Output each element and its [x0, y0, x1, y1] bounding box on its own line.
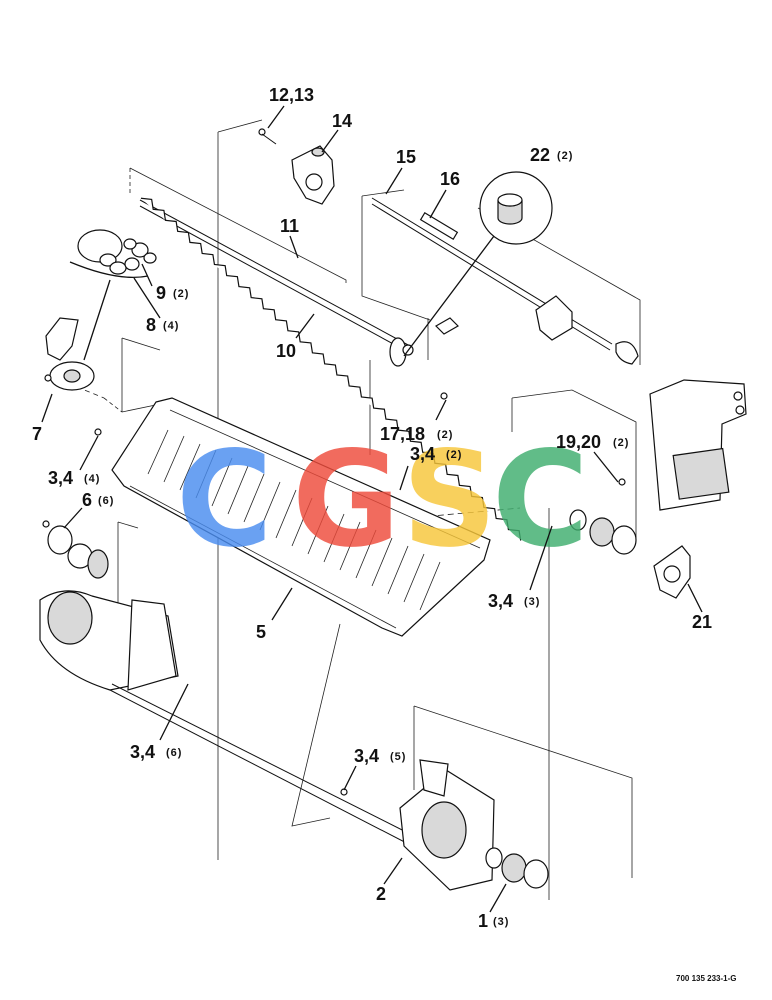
callout-1-qty: (3) — [493, 916, 509, 928]
callout-9: 9 — [156, 283, 166, 303]
callout-6-qty: (6) — [98, 495, 114, 507]
figure-id: 700 135 233-1-G — [676, 974, 737, 983]
callout-3-4-c-qty: (3) — [524, 596, 540, 608]
callout-12-13: 12,13 — [269, 85, 314, 105]
callout-5: 5 — [256, 622, 266, 642]
pan-5 — [94, 392, 491, 637]
callout-1: 1 — [478, 911, 488, 931]
callout-3-4-e: 3,4 — [354, 746, 379, 766]
callout-17-18: 17,18 — [380, 424, 425, 444]
callout-19-20-qty: (2) — [613, 437, 629, 449]
callout-14: 14 — [332, 111, 352, 131]
callout-3-4-a: 3,4 — [48, 468, 73, 488]
bracket-14 — [258, 128, 335, 205]
watermark-letter-g: G — [292, 423, 400, 577]
watermark-letter-c: C — [176, 423, 273, 577]
callout-3-4-c: 3,4 — [488, 591, 513, 611]
callout-10: 10 — [276, 341, 296, 361]
callout-3-4-a-qty: (4) — [84, 473, 100, 485]
callout-2: 2 — [376, 884, 386, 904]
bearing-stack-6 — [42, 520, 109, 579]
callout-17-18-qty: (2) — [437, 429, 453, 441]
callout-8-qty: (4) — [163, 320, 179, 332]
callout-21: 21 — [692, 612, 712, 632]
callout-3-4-b: 3,4 — [410, 444, 435, 464]
callout-7: 7 — [32, 424, 42, 444]
auger-shaft — [139, 197, 522, 541]
drive-shaft — [371, 197, 639, 365]
watermark-letter-s: S — [402, 423, 497, 577]
callout-22: 22 — [530, 145, 550, 165]
bearing-flange-7 — [44, 317, 95, 391]
right-frame — [649, 379, 747, 511]
callout-3-4-e-qty: (5) — [390, 751, 406, 763]
watermark-letter-c2: C — [492, 423, 589, 577]
watermark: C G S C — [176, 423, 589, 577]
callout-6: 6 — [82, 490, 92, 510]
callout-3-4-d: 3,4 — [130, 742, 155, 762]
callout-9-qty: (2) — [173, 288, 189, 300]
detail-bubble-22 — [403, 171, 553, 357]
leader-arrows — [41, 105, 703, 913]
callout-3-4-b-qty: (2) — [446, 449, 462, 461]
callout-labels: 12,13 14 15 16 22 (2) 11 9 (2) 8 (4) 10 … — [32, 85, 712, 931]
callout-19-20: 19,20 — [556, 432, 601, 452]
callout-11: 11 — [280, 216, 299, 236]
callout-3-4-d-qty: (6) — [166, 747, 182, 759]
lower-housing-2 — [39, 590, 549, 891]
flange-21 — [569, 478, 691, 599]
callout-8: 8 — [146, 315, 156, 335]
bearing-group-8-9 — [69, 229, 157, 361]
callout-16: 16 — [440, 169, 460, 189]
callout-15: 15 — [396, 147, 416, 167]
callout-22-qty: (2) — [557, 150, 573, 162]
